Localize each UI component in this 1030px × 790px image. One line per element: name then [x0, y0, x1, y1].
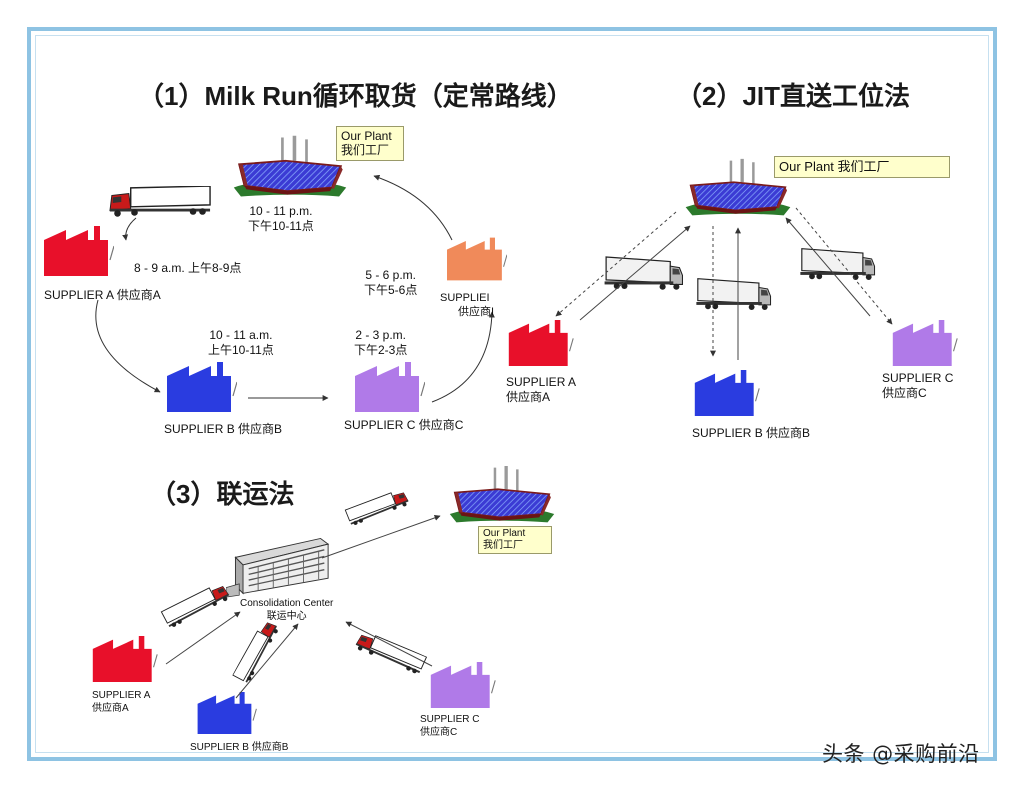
- plant-label-box: Our Plant 我们工厂: [774, 156, 950, 178]
- section2-title: （2）JIT直送工位法: [676, 81, 911, 111]
- section1-title: （1）Milk Run循环取货（定常路线）: [138, 81, 573, 111]
- factory-icon: [694, 370, 760, 416]
- time-label-a: 8 - 9 a.m. 上午8-9点: [134, 261, 242, 275]
- supplier-c-label: SUPPLIER C 供应商C: [344, 418, 464, 432]
- supplier-en: SUPPLIEI: [440, 292, 490, 304]
- factory-icon: [197, 692, 257, 734]
- factory-icon: [167, 362, 237, 412]
- truck-icon: [603, 256, 684, 291]
- delivery-arrow: [235, 623, 299, 699]
- supplier-en: SUPPLIER A: [506, 375, 577, 389]
- time-en: 5 - 6 p.m.: [365, 268, 417, 282]
- time-label-c: 2 - 3 p.m. 下午2-3点: [354, 328, 407, 358]
- supplier-b-label: SUPPLIER B 供应商B: [190, 742, 289, 753]
- time-cn: 上午10-11点: [208, 343, 274, 357]
- time-cn: 下午2-3点: [354, 343, 408, 357]
- plant-label-cn: 我们工厂: [341, 143, 390, 158]
- truck-icon: [160, 579, 232, 631]
- plant-label-box: Our Plant 我们工厂: [478, 526, 552, 554]
- time-en: 10 - 11 p.m.: [249, 204, 313, 218]
- supplier-d-label: SUPPLIEI 供应商I: [440, 292, 494, 320]
- supplier-b-label: SUPPLIER B 供应商B: [692, 426, 811, 440]
- consolidation-center-label: Consolidation Center 联运中心: [240, 598, 333, 623]
- delivery-arrow: [321, 514, 441, 559]
- supplier-a-label: SUPPLIER A 供应商A: [506, 375, 576, 405]
- supplier-cn: 供应商I: [458, 305, 495, 318]
- time-label-b: 10 - 11 a.m. 上午10-11点: [208, 328, 274, 358]
- supplier-b-label: SUPPLIER B 供应商B: [164, 422, 283, 436]
- delivery-arrow: [555, 211, 677, 317]
- center-cn: 联运中心: [266, 610, 307, 622]
- plant-label-en: Our Plant: [483, 528, 526, 539]
- time-cn: 下午10-11点: [248, 219, 314, 233]
- supplier-a-label: SUPPLIER A 供应商A: [44, 288, 161, 302]
- delivery-arrow: [795, 207, 893, 325]
- factory-icon: [892, 320, 958, 366]
- supplier-a-label: SUPPLIER A 供应商A: [92, 690, 150, 715]
- supplier-en: SUPPLIER C: [420, 714, 480, 725]
- plant-label-en: Our Plant: [341, 129, 392, 143]
- supplier-en: SUPPLIER A: [92, 690, 151, 701]
- factory-icon: [44, 226, 114, 276]
- route-arrow: [373, 174, 453, 241]
- delivery-arrow: [345, 621, 433, 667]
- time-en: 2 - 3 p.m.: [355, 328, 407, 342]
- factory-icon: [508, 320, 574, 366]
- time-label-d: 5 - 6 p.m. 下午5-6点: [364, 268, 417, 298]
- plant-icon: [448, 466, 556, 524]
- plant-label-cn: 我们工厂: [483, 540, 523, 551]
- factory-icon: [355, 362, 425, 412]
- delivery-arrow: [785, 217, 871, 317]
- time-label-plant: 10 - 11 p.m. 下午10-11点: [248, 204, 314, 234]
- supplier-c-label: SUPPLIER C 供应商C: [882, 371, 953, 401]
- plant-label-box: Our Plant 我们工厂: [336, 126, 404, 161]
- watermark-text: 头条 @采购前沿: [822, 742, 980, 766]
- inner-frame: [35, 35, 989, 753]
- time-cn: 下午5-6点: [364, 283, 418, 297]
- supplier-c-label: SUPPLIER C 供应商C: [420, 714, 479, 739]
- truck-icon: [799, 247, 876, 281]
- section1-milk-run: [44, 134, 507, 412]
- supplier-cn: 供应商C: [420, 726, 458, 738]
- outer-frame: [27, 27, 997, 761]
- supplier-cn: 供应商A: [92, 702, 129, 714]
- route-arrow: [431, 311, 495, 403]
- section3-consolidation: [92, 466, 556, 734]
- truck-icon: [344, 486, 411, 529]
- factory-icon: [92, 636, 158, 682]
- supplier-en: SUPPLIER C: [882, 371, 954, 385]
- factory-icon: [430, 662, 496, 708]
- center-en: Consolidation Center: [240, 598, 334, 609]
- truck-icon: [109, 186, 211, 218]
- delivery-arrow: [165, 611, 241, 665]
- time-en: 10 - 11 a.m.: [209, 328, 273, 342]
- delivery-arrow: [579, 225, 691, 321]
- warehouse-icon: [226, 537, 329, 598]
- supplier-cn: 供应商A: [506, 390, 551, 404]
- section2-jit: [508, 158, 958, 416]
- truck-icon: [353, 628, 427, 677]
- truck-icon: [695, 277, 772, 311]
- route-arrow: [122, 217, 137, 241]
- factory-icon: [447, 236, 507, 282]
- plant-icon: [232, 134, 348, 198]
- route-arrow: [95, 299, 161, 393]
- supplier-cn: 供应商C: [882, 386, 927, 400]
- section3-title: （3）联运法: [150, 479, 295, 509]
